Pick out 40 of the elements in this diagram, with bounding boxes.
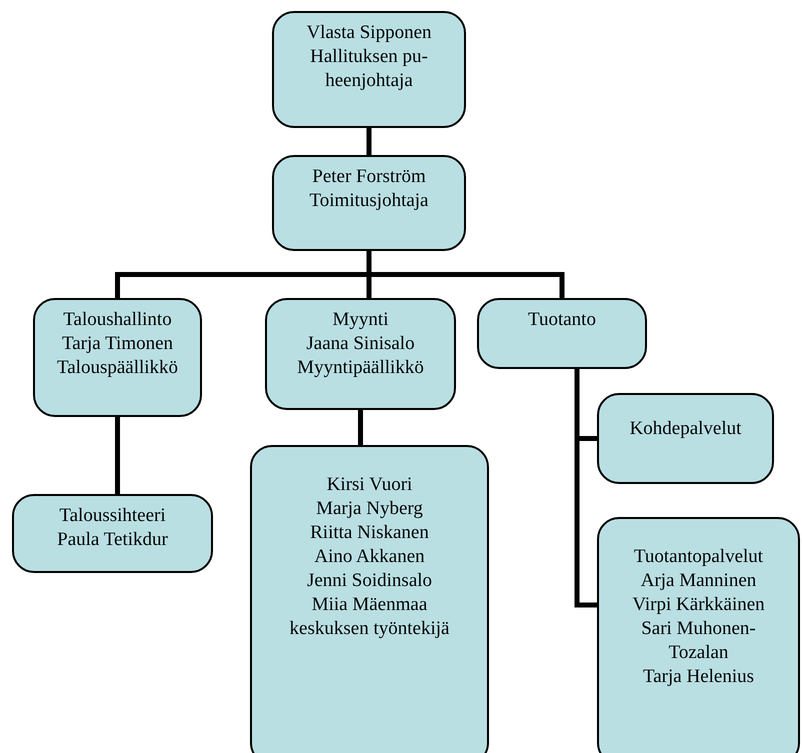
node-text: Jaana Sinisalo — [305, 332, 416, 356]
org-box — [33, 298, 202, 417]
node-text: Hallituksen pu- — [309, 45, 429, 69]
node-text: Kohdepalvelut — [628, 417, 742, 441]
org-box — [272, 155, 466, 251]
org-box — [597, 517, 800, 753]
connector-line — [115, 417, 120, 494]
org-box — [250, 445, 489, 753]
node-text: Peter Forström — [311, 165, 427, 189]
node-text: Myyntipäällikkö — [296, 356, 425, 380]
node-text: Sari Muhonen- — [640, 617, 757, 641]
node-text: Talouspäällikkö — [56, 356, 180, 380]
connector-line — [366, 128, 372, 155]
org-box — [477, 298, 647, 369]
node-text: Marja Nyberg — [315, 497, 424, 521]
connector-line — [358, 410, 363, 445]
node-text: Taloushallinto — [62, 308, 173, 332]
org-box — [272, 11, 466, 128]
node-text: heenjohtaja — [324, 69, 414, 93]
org-box — [12, 494, 213, 573]
node-text: Kirsi Vuori — [326, 473, 414, 497]
node-text: Taloussihteeri — [58, 504, 167, 528]
node-text: Virpi Kärkkäinen — [631, 593, 766, 617]
node-text: Tozalan — [668, 641, 730, 665]
node-text: Myynti — [332, 308, 390, 332]
org-box — [597, 393, 774, 484]
node-text: Tarja Timonen — [60, 332, 174, 356]
node-text: Tarja Helenius — [642, 665, 756, 689]
node-text: Vlasta Sipponen — [305, 21, 433, 45]
node-text: Toimitusjohtaja — [308, 189, 430, 213]
node-text: Paula Tetikdur — [56, 528, 169, 552]
node-text: Tuotanto — [527, 308, 597, 332]
node-text: Riitta Niskanen — [309, 521, 430, 545]
node-text: Miia Mäenmaa — [310, 593, 428, 617]
node-text: Tuotantopalvelut — [632, 545, 764, 569]
node-text: keskuksen työntekijä — [288, 617, 450, 641]
node-text: Jenni Soidinsalo — [306, 569, 434, 593]
node-text: Arja Manninen — [640, 569, 758, 593]
org-box — [265, 298, 456, 410]
node-text: Aino Akkanen — [313, 545, 426, 569]
